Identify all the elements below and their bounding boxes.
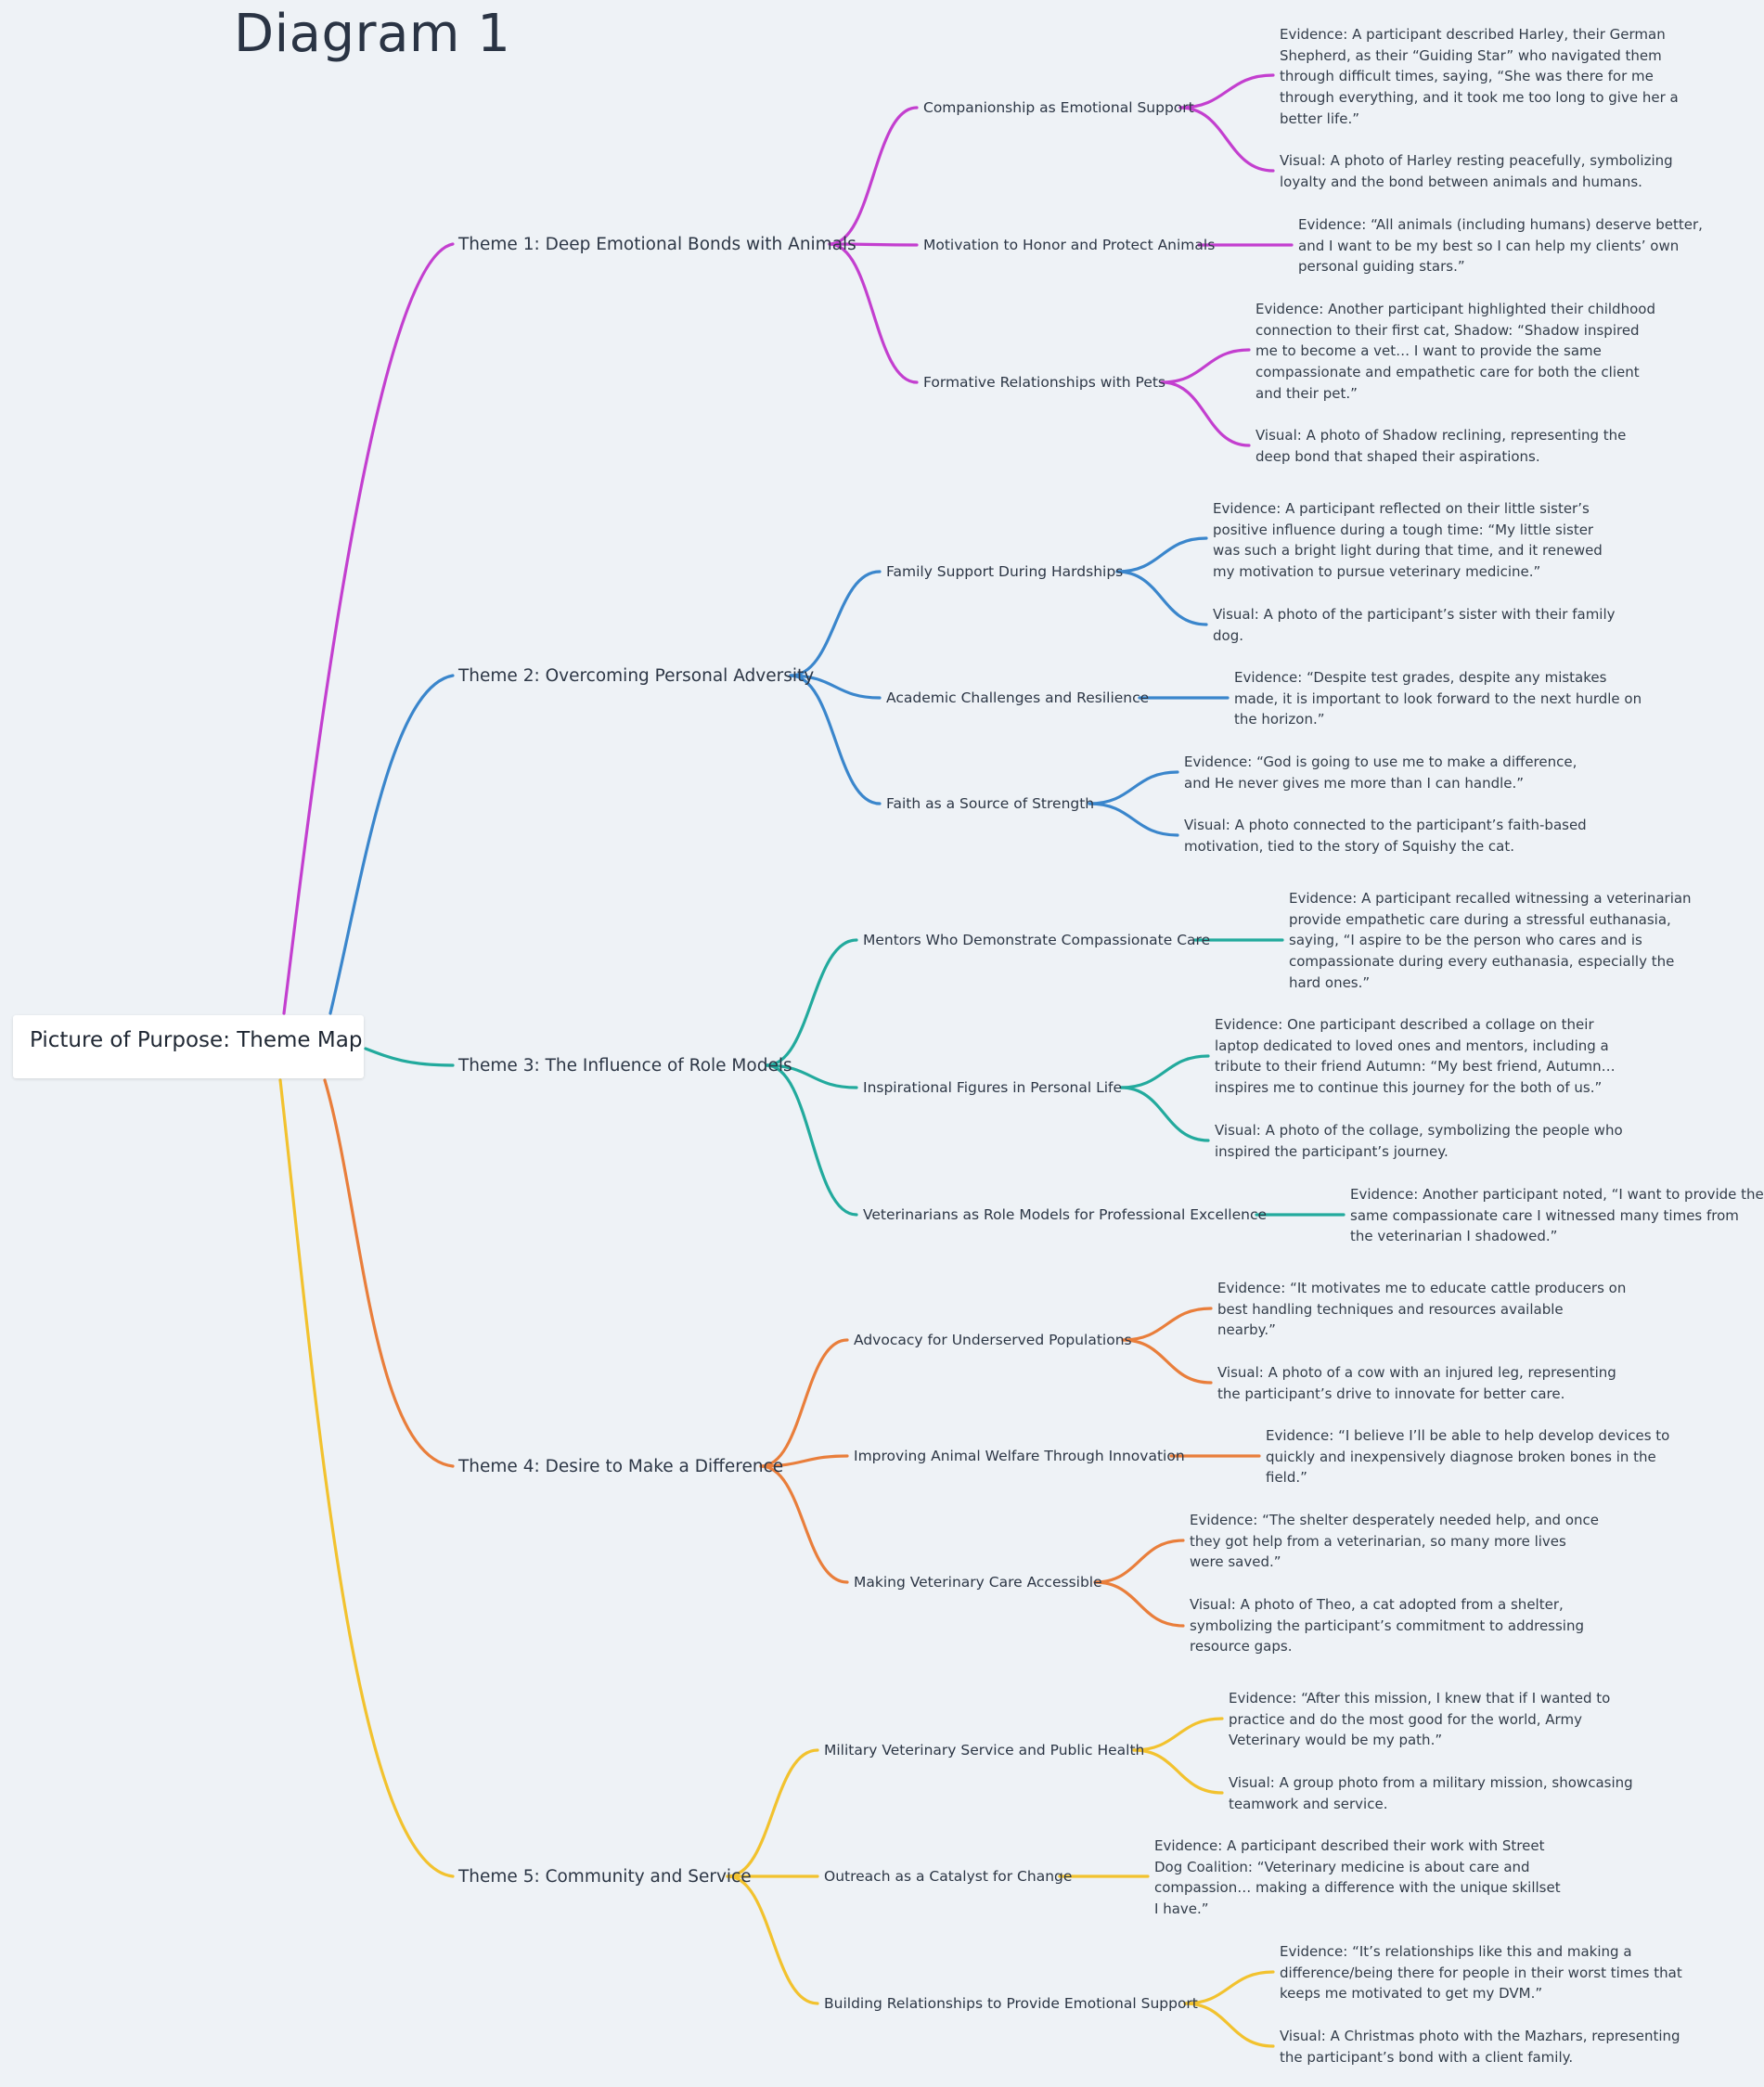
evidence-node-1-2: Evidence: “All animals (including humans…: [1298, 216, 1703, 276]
sub-1-1-to-leaf-2-line: [1178, 106, 1275, 173]
root-node[interactable]: [13, 1015, 364, 1078]
sub-3-2-to-leaf-2-line: [1119, 1086, 1210, 1142]
subtopic-node-5-2[interactable]: Outreach as a Catalyst for Change: [824, 1868, 1073, 1885]
root-to-theme-4-line: [323, 1078, 455, 1468]
evidence-node-1-3: Evidence: Another participant highlighte…: [1255, 301, 1655, 402]
visual-node-3-2: Visual: A photo of the collage, symboliz…: [1215, 1122, 1623, 1160]
sub-4-1-to-leaf-1-line: [1121, 1307, 1213, 1342]
evidence-node-2-3: Evidence: “God is going to use me to mak…: [1184, 754, 1577, 792]
theme-1-to-sub-3-line: [828, 242, 919, 384]
visual-node-5-1: Visual: A group photo from a military mi…: [1229, 1774, 1633, 1812]
visual-node-4-1: Visual: A photo of a cow with an injured…: [1217, 1364, 1616, 1402]
subtopic-node-4-2[interactable]: Improving Animal Welfare Through Innovat…: [854, 1448, 1185, 1464]
subtopic-node-2-2[interactable]: Academic Challenges and Resilience: [886, 689, 1150, 706]
theme-3-to-sub-2-line: [765, 1063, 858, 1089]
theme-3-to-sub-1-line: [765, 938, 858, 1067]
subtopic-node-5-1[interactable]: Military Veterinary Service and Public H…: [824, 1742, 1145, 1758]
root-to-theme-5-line: [278, 1078, 455, 1878]
root-to-theme-1-line: [282, 242, 455, 1015]
subtopic-node-3-3[interactable]: Veterinarians as Role Models for Profess…: [863, 1206, 1268, 1223]
diagram-title: Diagram 1: [234, 4, 511, 64]
theme-4-to-sub-3-line: [759, 1464, 849, 1584]
theme-node-5[interactable]: Theme 5: Community and Service: [458, 1867, 752, 1887]
evidence-node-4-3: Evidence: “The shelter desperately neede…: [1190, 1512, 1599, 1571]
evidence-node-3-1: Evidence: A participant recalled witness…: [1289, 890, 1692, 991]
evidence-node-3-2: Evidence: One participant described a co…: [1215, 1016, 1616, 1097]
sub-4-3-to-leaf-2-line: [1093, 1580, 1185, 1628]
evidence-node-4-2: Evidence: “I believe I’ll be able to hel…: [1266, 1427, 1670, 1487]
visual-node-5-3: Visual: A Christmas photo with the Mazha…: [1280, 2028, 1680, 2066]
theme-3-to-sub-3-line: [765, 1063, 858, 1217]
sub-1-3-to-leaf-2-line: [1160, 380, 1251, 447]
evidence-node-2-2: Evidence: “Despite test grades, despite …: [1234, 669, 1642, 728]
theme-node-1[interactable]: Theme 1: Deep Emotional Bonds with Anima…: [458, 235, 856, 254]
evidence-node-2-1: Evidence: A participant reflected on the…: [1213, 500, 1603, 581]
evidence-node-5-3: Evidence: “It’s relationships like this …: [1280, 1943, 1682, 2003]
evidence-node-4-1: Evidence: “It motivates me to educate ca…: [1217, 1280, 1627, 1339]
evidence-node-3-3: Evidence: Another participant noted, “I …: [1350, 1186, 1764, 1245]
root-node-label: Picture of Purpose: Theme Map: [30, 1028, 363, 1052]
theme-2-to-sub-3-line: [789, 674, 882, 805]
sub-2-1-to-leaf-2-line: [1115, 570, 1208, 626]
evidence-node-5-1: Evidence: “After this mission, I knew th…: [1229, 1690, 1611, 1749]
subtopic-node-4-3[interactable]: Making Veterinary Care Accessible: [854, 1574, 1102, 1591]
sub-2-3-to-leaf-2-line: [1088, 802, 1179, 837]
theme-4-to-sub-2-line: [759, 1454, 849, 1468]
sub-1-1-to-leaf-1-line: [1178, 73, 1275, 110]
theme-node-3[interactable]: Theme 3: The Influence of Role Models: [458, 1056, 792, 1076]
subtopic-node-1-3[interactable]: Formative Relationships with Pets: [923, 374, 1166, 391]
visual-node-2-1: Visual: A photo of the participant’s sis…: [1213, 606, 1616, 644]
theme-2-to-sub-1-line: [789, 570, 882, 677]
sub-5-1-to-leaf-2-line: [1132, 1748, 1224, 1795]
root-to-theme-3-line: [364, 1047, 455, 1067]
evidence-node-5-2: Evidence: A participant described their …: [1154, 1837, 1561, 1918]
theme-1-to-sub-2-line: [828, 242, 919, 247]
theme-1-to-sub-1-line: [828, 106, 919, 246]
subtopic-node-4-1[interactable]: Advocacy for Underserved Populations: [854, 1332, 1132, 1348]
evidence-node-1-1: Evidence: A participant described Harley…: [1280, 26, 1679, 127]
sub-5-1-to-leaf-1-line: [1132, 1717, 1224, 1752]
theme-4-to-sub-1-line: [759, 1338, 849, 1468]
sub-2-3-to-leaf-1-line: [1088, 770, 1179, 805]
theme-5-to-sub-1-line: [726, 1748, 819, 1878]
sub-5-3-to-leaf-2-line: [1183, 2002, 1275, 2048]
subtopic-node-2-1[interactable]: Family Support During Hardships: [886, 563, 1124, 580]
root-to-theme-2-line: [328, 674, 455, 1015]
subtopic-node-3-2[interactable]: Inspirational Figures in Personal Life: [863, 1079, 1123, 1096]
sub-2-1-to-leaf-1-line: [1115, 536, 1208, 573]
sub-4-3-to-leaf-1-line: [1093, 1539, 1185, 1584]
sub-3-2-to-leaf-1-line: [1119, 1054, 1210, 1089]
visual-node-1-3: Visual: A photo of Shadow reclining, rep…: [1255, 427, 1627, 465]
sub-4-1-to-leaf-2-line: [1121, 1338, 1213, 1385]
subtopic-node-5-3[interactable]: Building Relationships to Provide Emotio…: [824, 1995, 1198, 2012]
subtopic-node-1-1[interactable]: Companionship as Emotional Support: [923, 99, 1194, 116]
subtopic-node-1-2[interactable]: Motivation to Honor and Protect Animals: [923, 237, 1216, 253]
theme-node-2[interactable]: Theme 2: Overcoming Personal Adversity: [458, 666, 815, 686]
sub-5-3-to-leaf-1-line: [1183, 1970, 1275, 2005]
theme-2-to-sub-2-line: [789, 674, 882, 700]
subtopic-node-2-3[interactable]: Faith as a Source of Strength: [886, 795, 1095, 812]
visual-node-4-3: Visual: A photo of Theo, a cat adopted f…: [1190, 1596, 1585, 1655]
theme-5-to-sub-3-line: [726, 1874, 819, 2005]
sub-1-3-to-leaf-1-line: [1160, 348, 1251, 384]
theme-node-4[interactable]: Theme 4: Desire to Make a Difference: [458, 1457, 784, 1476]
visual-node-1-1: Visual: A photo of Harley resting peacef…: [1280, 152, 1673, 190]
visual-node-2-3: Visual: A photo connected to the partici…: [1184, 817, 1587, 855]
subtopic-node-3-1[interactable]: Mentors Who Demonstrate Compassionate Ca…: [863, 932, 1211, 948]
